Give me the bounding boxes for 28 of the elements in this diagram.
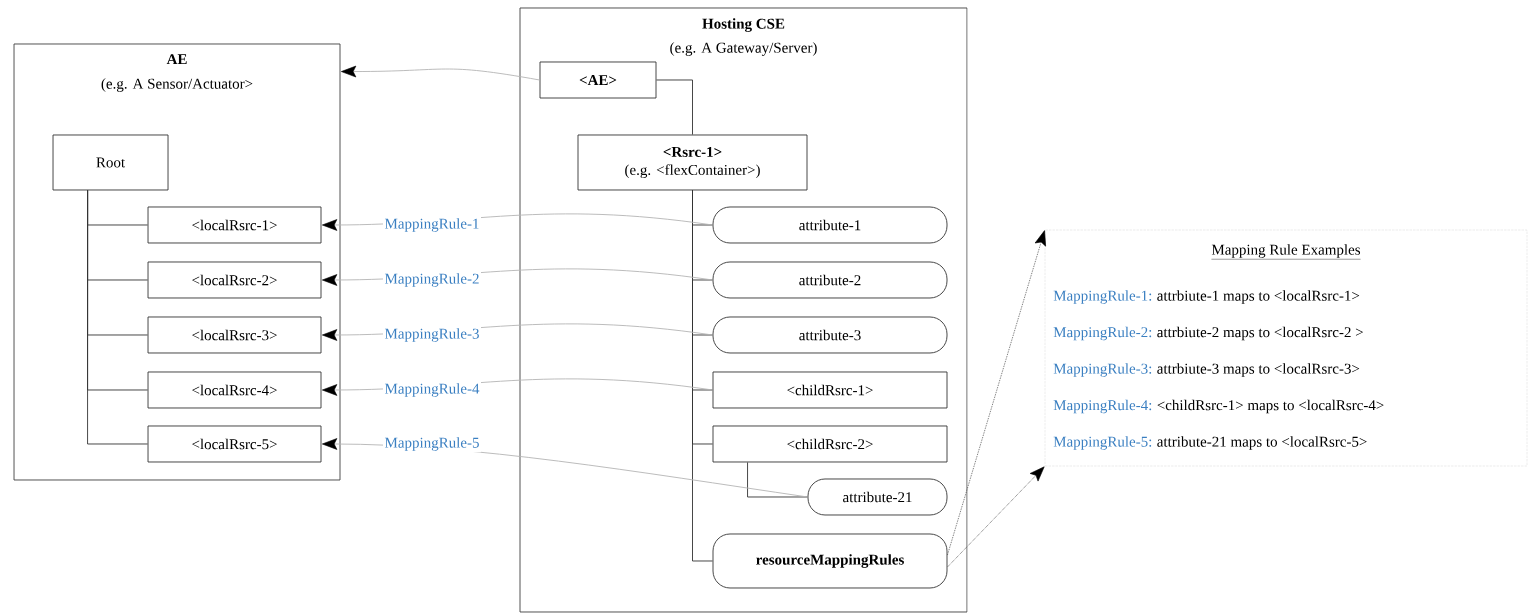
edge-label: MappingRule-5 [383, 435, 481, 453]
attribute-box: attribute-1 [712, 206, 948, 244]
resource-box: <AE> [539, 61, 657, 99]
curved-arrow [341, 65, 540, 81]
resource-box: <localRsrc-3> [147, 316, 322, 354]
resource-box: Root [52, 134, 169, 191]
resource-box: <childRsrc-2> [712, 425, 948, 463]
attribute-box: attribute-2 [712, 261, 948, 299]
resource-box: <localRsrc-2> [147, 261, 322, 299]
tree-line [87, 190, 148, 445]
attribute-box: attribute-3 [712, 316, 948, 354]
tree-line [656, 79, 693, 135]
resource-box: <childRsrc-1> [712, 371, 948, 409]
examples-box: Mapping Rule Examples MappingRule-1: attrbiute-1 maps to <localRsrc-1> MappingRule-2: attrbiute-2 maps to <localRsrc-2 > MappingRule-3: attrbiute-3 maps to <localRsrc-3> MappingRule-4: <childRsrc-1> maps to <localRsrc-4> MappingRule-5: attribute-21 maps to <localRsrc-5> [1044, 229, 1528, 467]
resource-box: <localRsrc-4> [147, 371, 322, 409]
resource-box: <Rsrc-1> (e.g. <flexContainer>) [577, 134, 808, 191]
attribute-box: resourceMappingRules [712, 533, 948, 589]
tree-line [692, 190, 713, 562]
edge-label: MappingRule-3 [383, 326, 481, 344]
tree-line [747, 462, 808, 498]
attribute-box: attribute-21 [807, 478, 948, 516]
resource-box: <localRsrc-1> [147, 206, 322, 244]
resource-box: <localRsrc-5> [147, 425, 322, 463]
edge-label: MappingRule-2 [383, 271, 481, 289]
edge-label: MappingRule-1 [383, 216, 481, 234]
dotted-arrow [947, 230, 1046, 556]
dotted-arrow [947, 466, 1045, 568]
edge-label: MappingRule-4 [383, 381, 481, 399]
